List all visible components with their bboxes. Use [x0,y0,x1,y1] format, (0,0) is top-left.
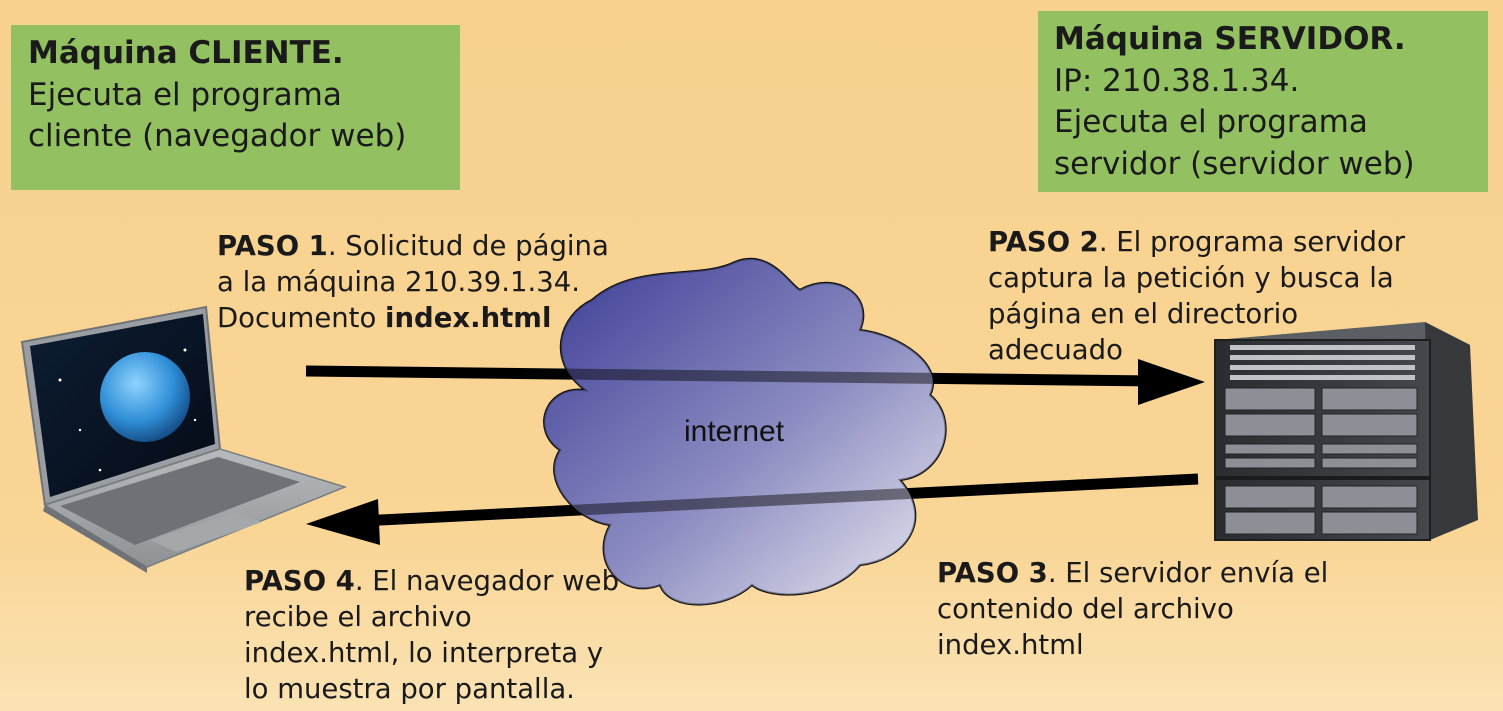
client-box-title: Máquina CLIENTE. [28,35,344,71]
internet-label: internet [684,415,785,448]
step-4-line3: index.html, lo interpreta y [244,637,604,670]
step-4-line2: recibe el archivo [244,601,472,634]
step-4-text: PASO 4. El navegador web recibe el archi… [244,563,619,707]
step-2-line4: adecuado [988,334,1123,367]
step-3-line2: contenido del archivo [937,593,1234,626]
client-box-line2: cliente (navegador web) [28,118,407,155]
step-2-label: PASO 2 [988,226,1099,258]
laptop-icon [20,305,348,573]
step-1-line1: . Solicitud de página [327,230,609,262]
step-4-label: PASO 4 [244,565,355,597]
step-2-line1: . El programa servidor [1098,226,1406,258]
server-box-title: Máquina SERVIDOR. [1054,21,1406,57]
step-3-line3: index.html [937,629,1084,662]
step-3-label: PASO 3 [937,557,1048,589]
client-box-line1: Ejecuta el programa [28,76,342,113]
step-1-label: PASO 1 [217,230,328,262]
server-machine-box: Máquina SERVIDOR. IP: 210.38.1.34. Ejecu… [1038,11,1488,192]
step-2-line3: página en el directorio [988,298,1299,331]
server-box-line1: Ejecuta el programa [1054,104,1368,141]
step-3-text: PASO 3. El servidor envía el contenido d… [937,555,1328,663]
server-box-ip: IP: 210.38.1.34. [1054,62,1300,99]
step-2-line2: captura la petición y busca la [988,262,1394,295]
step-1-line3-prefix: Documento [217,302,386,335]
step-1-text: PASO 1. Solicitud de página a la máquina… [217,228,609,336]
cloud-overlay [544,258,946,605]
step-3-line1: . El servidor envía el [1047,557,1329,589]
step-4-line4: lo muestra por pantalla. [244,673,575,706]
step-2-text: PASO 2. El programa servidor captura la … [988,224,1405,368]
server-rack-icon [1214,322,1478,541]
step-4-line1: . El navegador web [354,565,620,597]
step-1-line2: a la máquina 210.39.1.34. [217,266,580,299]
client-machine-box: Máquina CLIENTE. Ejecuta el programa cli… [11,25,460,190]
server-box-line2: servidor (servidor web) [1054,145,1415,182]
step-1-filename: index.html [385,302,552,335]
response-arrow-head [306,499,380,545]
request-arrow-head [1138,359,1205,405]
